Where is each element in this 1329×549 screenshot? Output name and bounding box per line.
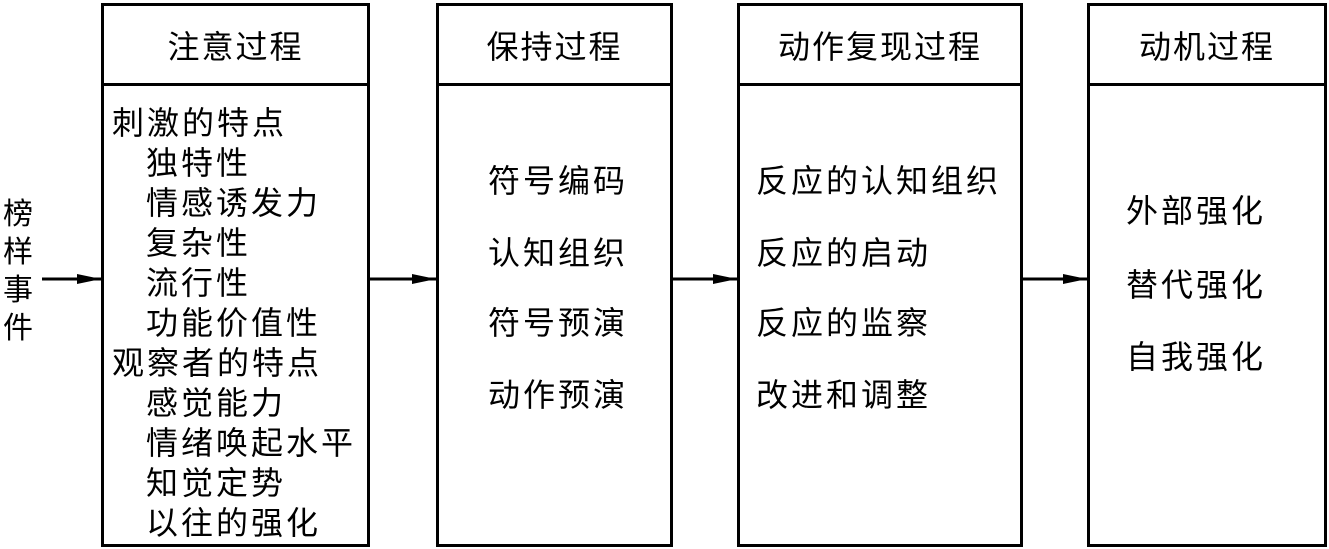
attention-item: 感觉能力 [146, 384, 287, 422]
attention-process-box: 注意过程 刺激的特点 独特性 情感诱发力 复杂性 流行性 功能价值性 观察者的特… [101, 3, 370, 547]
retention-item: 动作预演 [488, 376, 629, 414]
attention-item: 情感诱发力 [146, 184, 322, 222]
attention-item: 刺激的特点 [112, 104, 288, 142]
motivation-process-box: 动机过程 外部强化 替代强化 自我强化 [1087, 3, 1327, 547]
source-char: 事 [3, 273, 33, 308]
source-char: 件 [3, 311, 33, 346]
modeled-events-label: 榜 样 事 件 [0, 196, 36, 348]
retention-process-title: 保持过程 [439, 6, 670, 86]
reproduction-item: 反应的启动 [756, 234, 932, 272]
retention-item: 符号预演 [488, 304, 629, 342]
motivation-item: 自我强化 [1126, 338, 1267, 376]
motivation-process-title: 动机过程 [1090, 6, 1324, 86]
attention-item: 独特性 [146, 144, 252, 182]
attention-item: 功能价值性 [146, 304, 322, 342]
reproduction-process-box: 动作复现过程 反应的认知组织 反应的启动 反应的监察 改进和调整 [737, 3, 1023, 547]
attention-item: 情绪唤起水平 [146, 424, 357, 462]
attention-process-title: 注意过程 [104, 6, 367, 86]
retention-item: 认知组织 [488, 234, 629, 272]
attention-item: 知觉定势 [146, 464, 287, 502]
motivation-item: 替代强化 [1126, 266, 1267, 304]
reproduction-process-title: 动作复现过程 [740, 6, 1020, 86]
retention-item: 符号编码 [488, 162, 629, 200]
reproduction-item: 反应的监察 [756, 304, 932, 342]
attention-item: 以往的强化 [146, 504, 322, 542]
reproduction-item: 改进和调整 [756, 376, 932, 414]
attention-item: 观察者的特点 [112, 344, 323, 382]
attention-item: 流行性 [146, 264, 252, 302]
retention-process-box: 保持过程 符号编码 认知组织 符号预演 动作预演 [436, 3, 673, 547]
source-char: 样 [3, 235, 33, 270]
source-char: 榜 [3, 197, 33, 232]
motivation-item: 外部强化 [1126, 192, 1267, 230]
attention-item: 复杂性 [146, 224, 252, 262]
reproduction-item: 反应的认知组织 [756, 162, 1002, 200]
